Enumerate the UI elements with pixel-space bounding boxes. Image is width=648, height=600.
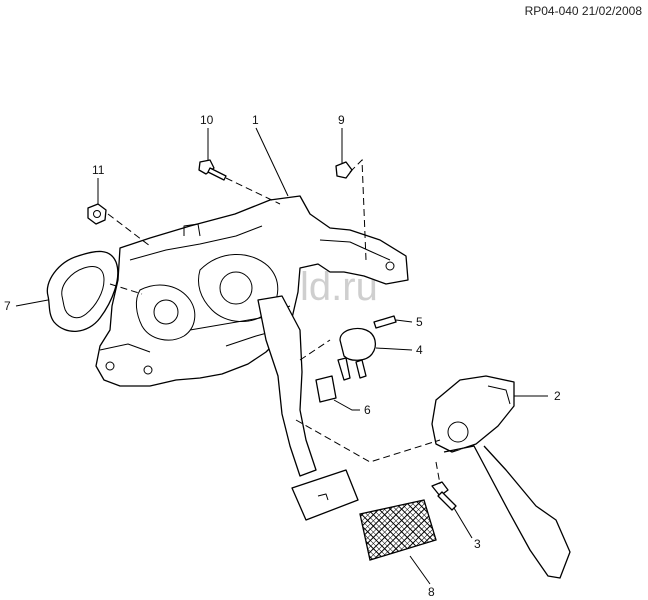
callout-10: 10 (200, 113, 214, 127)
callout-5: 5 (416, 315, 423, 329)
callout-2: 2 (554, 389, 561, 403)
brake-pedal-lever (257, 295, 359, 521)
part-2-accelerator-pedal (431, 375, 571, 579)
callout-7: 7 (4, 299, 11, 313)
callout-3: 3 (474, 537, 481, 551)
callout-4: 4 (416, 343, 423, 357)
part-8-pedal-pad (359, 499, 437, 561)
part-11-nut (87, 203, 107, 225)
part-4-switch (337, 327, 377, 381)
assembly-lines (107, 158, 441, 485)
part-9-bolt (335, 161, 353, 179)
part-7-seal-gasket (46, 250, 119, 332)
drawing-code: RP04-040 21/02/2008 (524, 4, 642, 18)
part-10-bolt (198, 159, 227, 181)
leader-lines (15, 127, 548, 585)
callout-1: 1 (252, 113, 259, 127)
part-3-bolt (431, 481, 457, 511)
part-5-screw (373, 315, 397, 329)
callout-11: 11 (92, 163, 105, 177)
callout-9: 9 (338, 113, 345, 127)
callout-6: 6 (364, 403, 371, 417)
part-6-clip (315, 375, 337, 403)
callout-8: 8 (428, 585, 435, 599)
